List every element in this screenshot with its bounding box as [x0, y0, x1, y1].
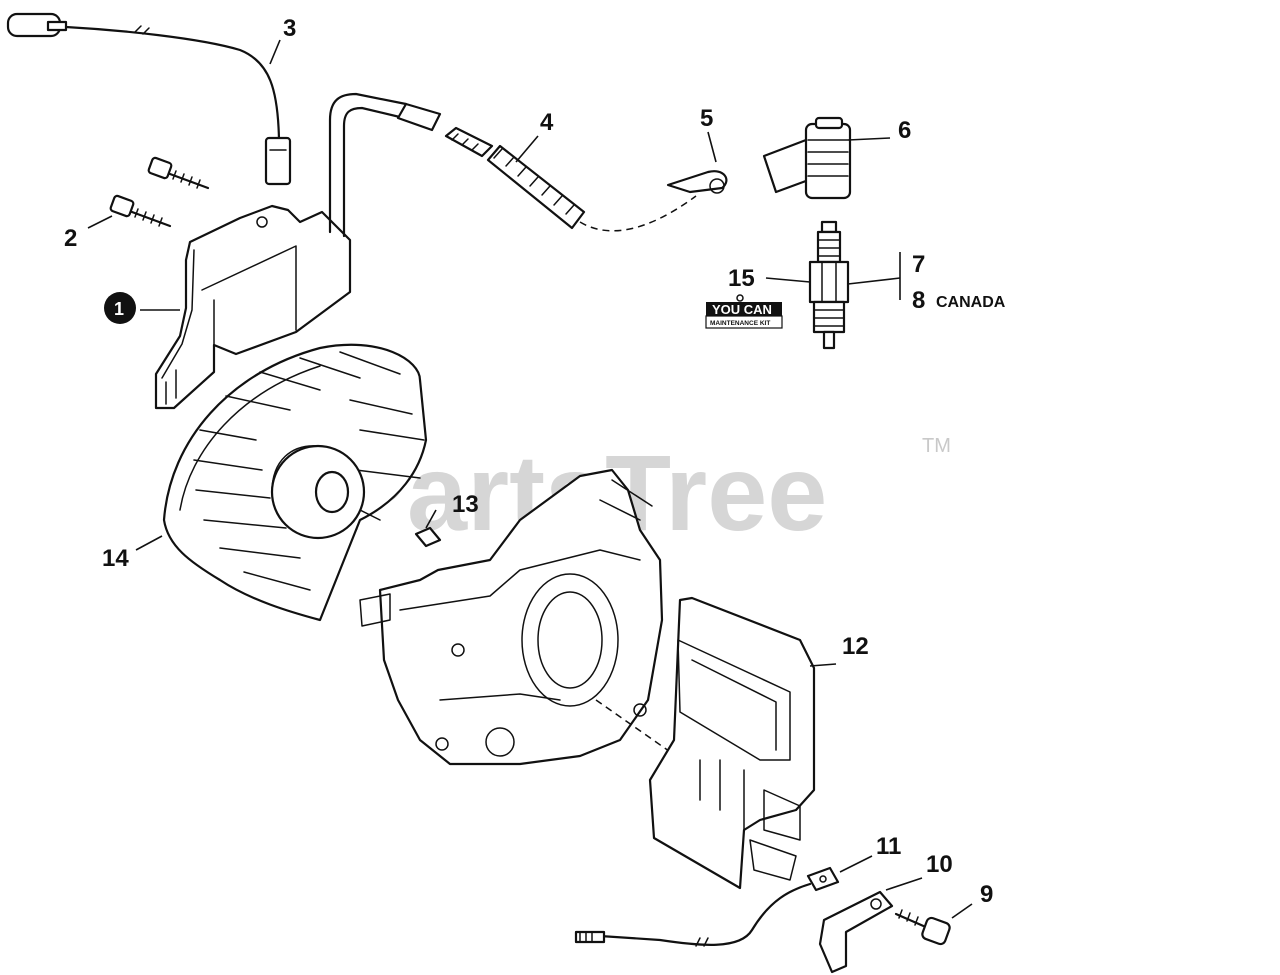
callout-13[interactable]: 13: [452, 491, 479, 518]
part-spark-plug[interactable]: [808, 220, 850, 350]
part-lead-wire[interactable]: [6, 12, 292, 186]
part-ground-wire[interactable]: [574, 866, 840, 947]
crankcase-alignment-line: [595, 699, 677, 757]
part-bracket[interactable]: [818, 890, 894, 974]
callout-14[interactable]: 14: [102, 545, 129, 572]
callout-7[interactable]: 7: [912, 251, 925, 278]
watermark-trademark: TM: [922, 435, 951, 457]
part-screws[interactable]: [109, 156, 210, 228]
leader-lines: [87, 39, 973, 919]
callout-2[interactable]: 2: [64, 225, 77, 252]
part-spring-sleeve[interactable]: [444, 126, 697, 232]
part-bolt[interactable]: [894, 909, 951, 946]
callout-1-badge[interactable]: [104, 292, 136, 324]
part-flywheel[interactable]: [162, 343, 428, 622]
callout-8-note: CANADA: [936, 294, 1006, 311]
callouts: 1 2 3 4 5 6 7 8 CANADA 9 10 11 12 13 14 …: [64, 15, 1006, 908]
callout-5[interactable]: 5: [700, 105, 713, 132]
callout-10[interactable]: 10: [926, 851, 953, 878]
callout-8[interactable]: 8: [912, 287, 925, 314]
callout-4[interactable]: 4: [540, 109, 554, 136]
maintenance-kit-logo: YOU CAN MAINTENANCE KIT: [705, 294, 783, 329]
callout-9[interactable]: 9: [980, 881, 993, 908]
part-key[interactable]: [414, 526, 442, 548]
callout-1[interactable]: 1: [114, 299, 124, 319]
callout-12[interactable]: 12: [842, 633, 869, 660]
part-clip[interactable]: [666, 170, 728, 194]
part-cover-plate[interactable]: [648, 596, 816, 890]
kit-logo-line1: YOU CAN: [712, 302, 772, 317]
part-crankcase: [359, 468, 664, 766]
kit-logo-line2: MAINTENANCE KIT: [710, 320, 770, 327]
part-plug-boot[interactable]: [762, 116, 852, 200]
callout-6[interactable]: 6: [898, 117, 911, 144]
callout-15[interactable]: 15: [728, 265, 755, 292]
callout-3[interactable]: 3: [283, 15, 296, 42]
part-ignition-coil[interactable]: [154, 92, 442, 410]
callout-11[interactable]: 11: [876, 833, 901, 860]
